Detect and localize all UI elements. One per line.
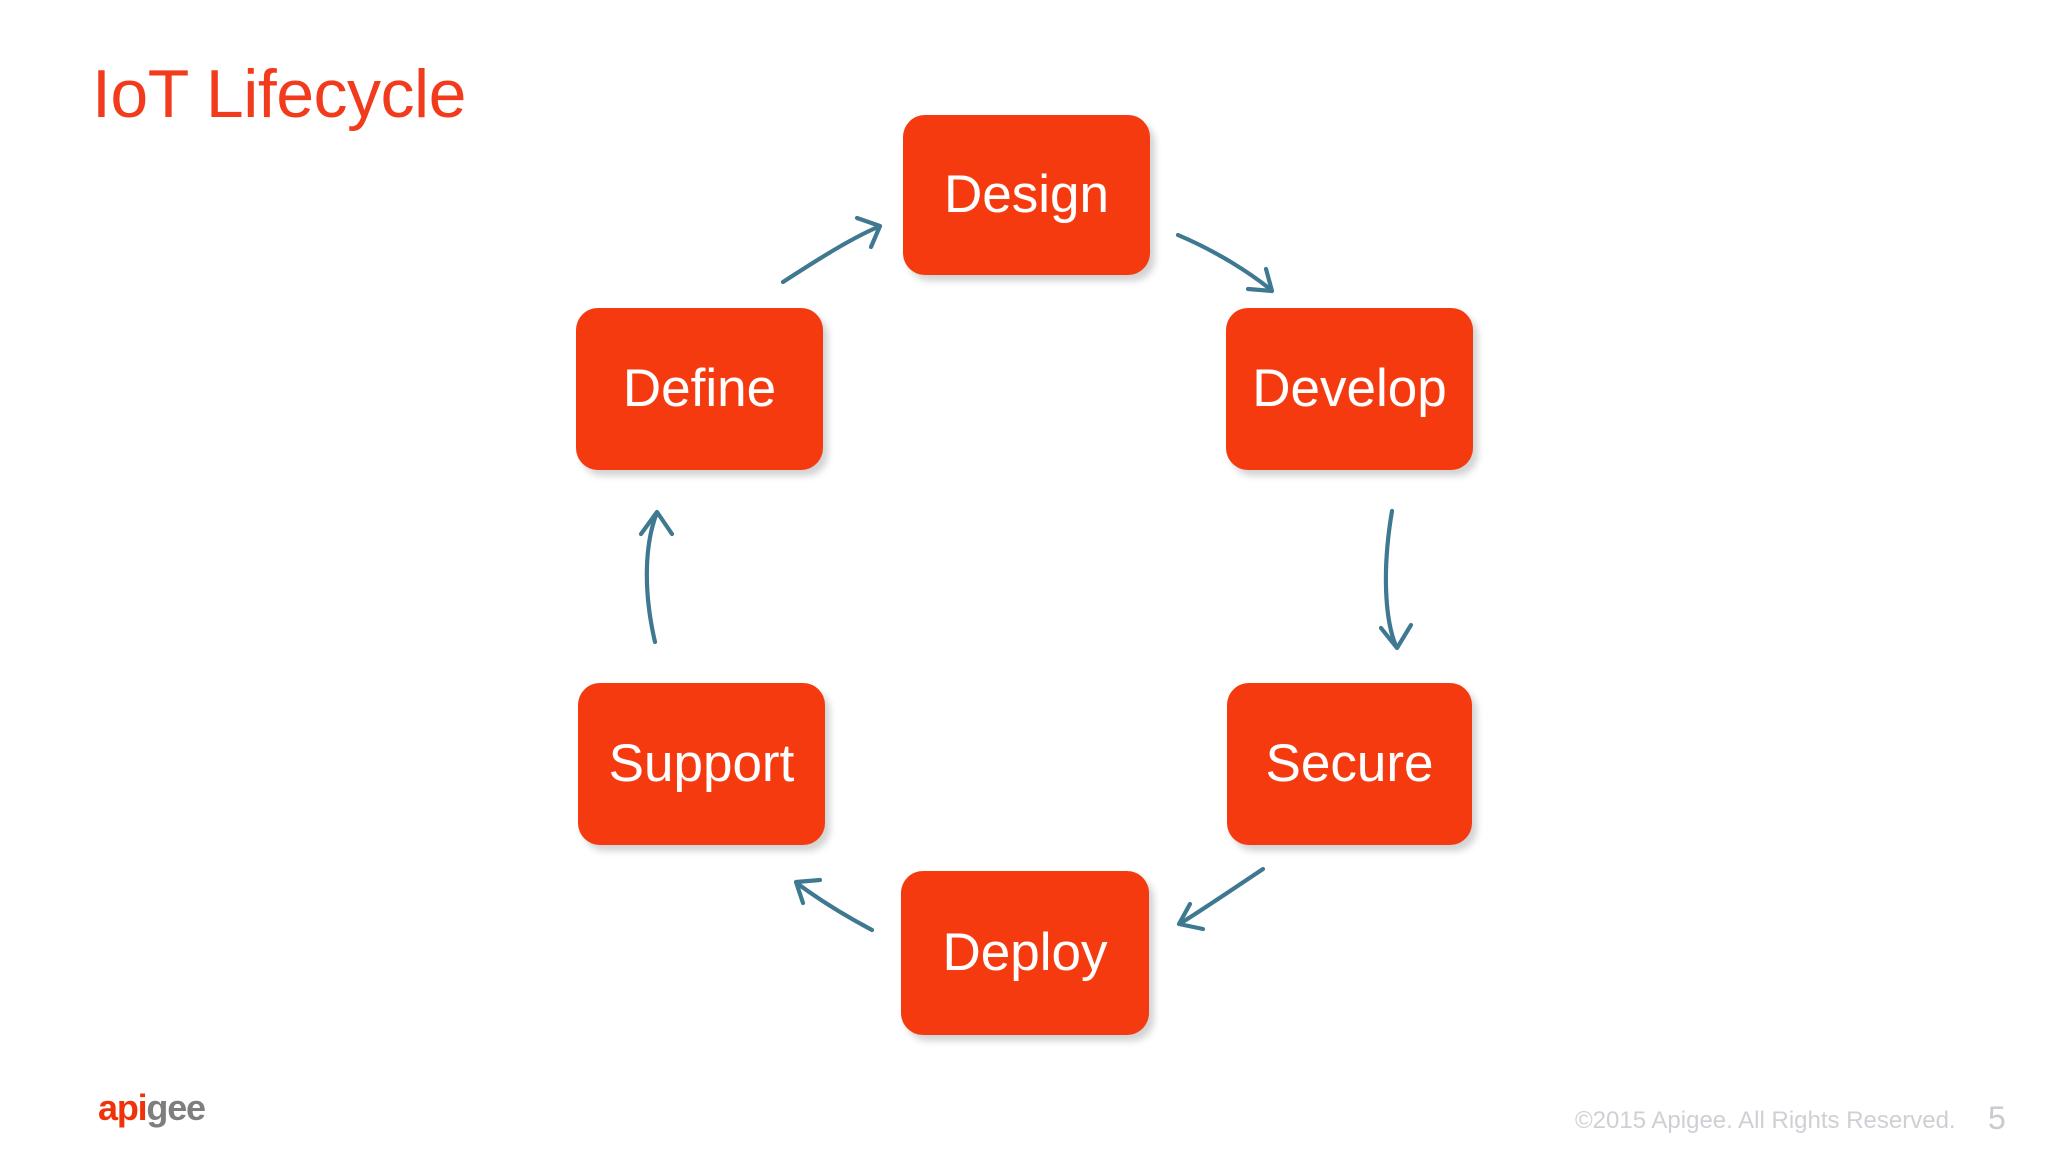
lifecycle-node-develop[interactable]: Develop	[1226, 308, 1473, 470]
lifecycle-node-define[interactable]: Define	[576, 308, 823, 470]
arrow-design-to-develop	[1175, 232, 1275, 294]
copyright-text: ©2015 Apigee. All Rights Reserved.	[1575, 1107, 1956, 1134]
lifecycle-node-label: Secure	[1265, 734, 1434, 793]
apigee-logo-gee-text: gee	[146, 1087, 206, 1128]
arrow-develop-to-secure	[1378, 508, 1414, 651]
arrow-deploy-to-support	[793, 877, 875, 933]
lifecycle-node-label: Deploy	[942, 923, 1108, 982]
apigee-logo-api-text: api	[98, 1087, 148, 1128]
lifecycle-node-secure[interactable]: Secure	[1227, 683, 1472, 845]
lifecycle-node-label: Develop	[1252, 359, 1447, 418]
page-number: 5	[1988, 1100, 2006, 1136]
lifecycle-node-deploy[interactable]: Deploy	[901, 871, 1149, 1035]
arrow-secure-to-deploy	[1176, 866, 1266, 932]
lifecycle-node-label: Support	[608, 734, 795, 793]
arrow-define-to-design	[780, 215, 883, 285]
lifecycle-node-design[interactable]: Design	[903, 115, 1150, 275]
page-title: IoT Lifecycle	[92, 56, 466, 132]
arrow-support-to-define	[638, 509, 675, 645]
apigee-logo: apigee	[98, 1087, 206, 1128]
lifecycle-node-label: Define	[622, 359, 777, 418]
lifecycle-node-support[interactable]: Support	[578, 683, 825, 845]
lifecycle-node-label: Design	[944, 165, 1109, 224]
